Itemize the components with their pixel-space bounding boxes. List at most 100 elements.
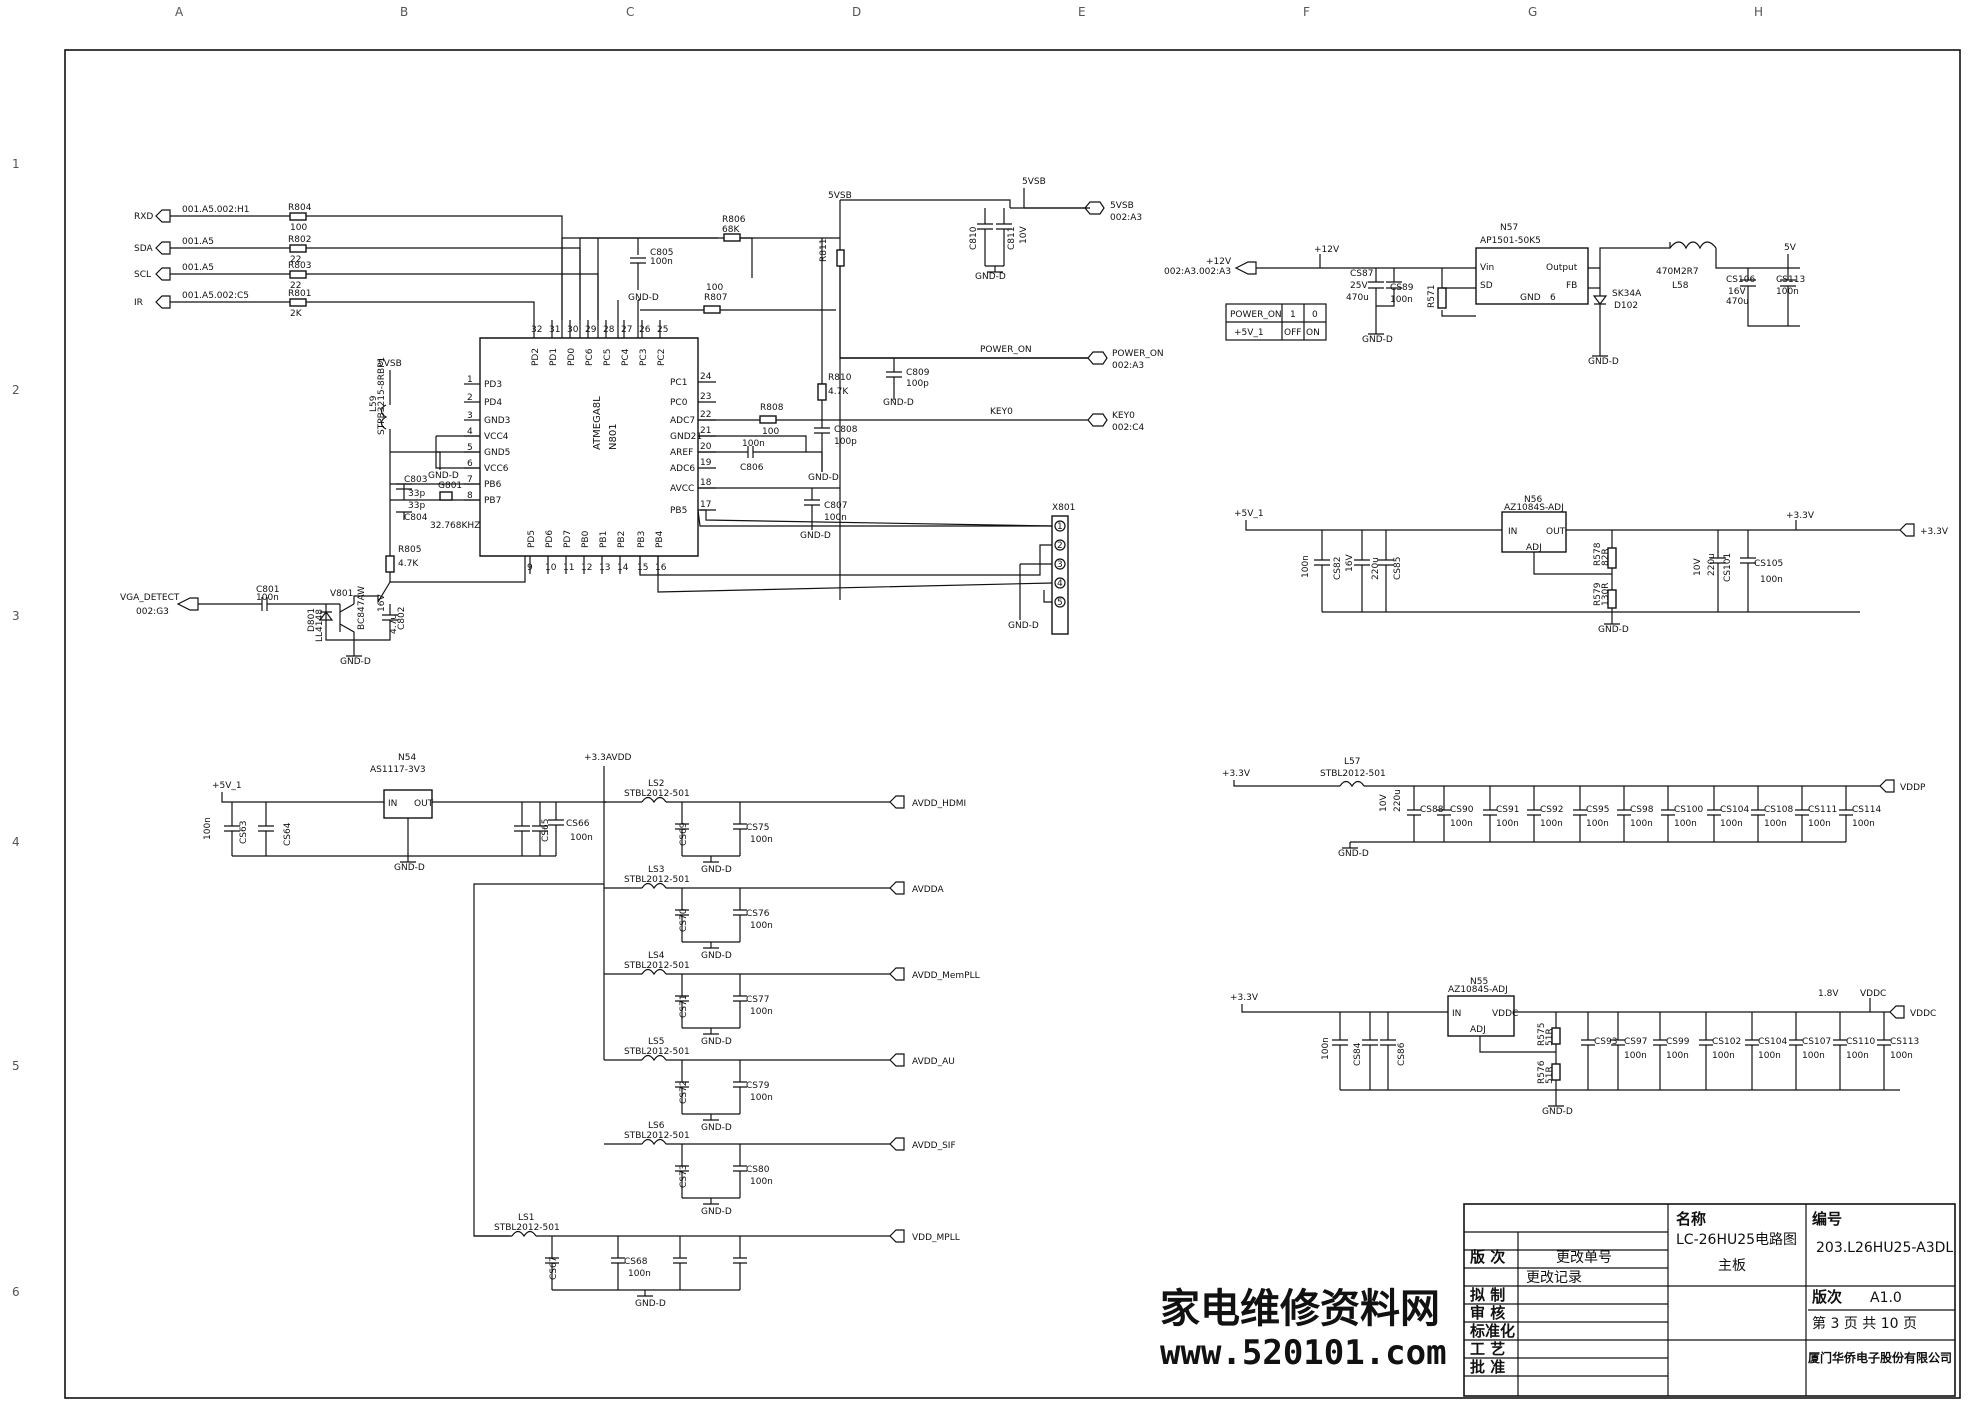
cap-val: 100n <box>750 1093 773 1103</box>
pin-name: PB4 <box>655 530 665 548</box>
gnd-label: GND-D <box>800 531 831 541</box>
input-name: IR <box>134 298 143 308</box>
pin-name: PC0 <box>670 398 688 408</box>
svg-text:5: 5 <box>1057 598 1063 608</box>
resistor <box>289 212 307 221</box>
cap-ref: CS113 <box>1890 1037 1919 1047</box>
capacitor <box>733 1060 747 1114</box>
zone-col: A <box>175 5 184 19</box>
capacitor <box>1751 786 1765 842</box>
pin-num: 28 <box>603 325 615 335</box>
capacitor <box>1437 786 1451 842</box>
ns5-vddc: VDDC <box>1860 989 1886 999</box>
port-key <box>1087 413 1108 427</box>
zone-col: B <box>400 5 408 19</box>
table-head: 1 <box>1290 310 1296 320</box>
ns5-part: AZ1084S-ADJ <box>1448 985 1508 995</box>
label-12v: +12V <box>1314 245 1340 255</box>
cap-val: 16V <box>1345 554 1355 572</box>
tb-row: 审 核 <box>1470 1304 1505 1322</box>
label-d801: D801 <box>307 608 317 632</box>
resistor <box>723 233 741 242</box>
ns6-body <box>1501 511 1567 553</box>
zone-col: G <box>1528 5 1537 19</box>
output-name: AVDD_MemPLL <box>912 971 980 981</box>
cap-ref: CS111 <box>1808 805 1837 815</box>
capacitor <box>733 1144 747 1198</box>
cap-val: 100n <box>1450 819 1473 829</box>
ns7-output: Output <box>1546 263 1578 273</box>
pin-num: 19 <box>700 458 712 468</box>
gnd-label: GND-D <box>394 863 425 873</box>
pin-num: 20 <box>700 442 712 452</box>
gnd-label: GND-D <box>1542 1107 1573 1117</box>
label-cs105: CS105 <box>1754 559 1783 569</box>
label-r578: R578 <box>1593 542 1603 566</box>
resistor-r575 <box>1551 1027 1561 1045</box>
resistor-r578 <box>1607 547 1617 569</box>
pin-name: ADC7 <box>670 416 695 426</box>
label-cs105v: 100n <box>1760 575 1783 585</box>
gnd-label: GND-D <box>883 398 914 408</box>
label-d102: D102 <box>1614 301 1638 311</box>
label-c809v: 100p <box>906 379 929 389</box>
label-c811v: 10V <box>1019 226 1029 244</box>
cap-ref: CS93 <box>1594 1037 1617 1047</box>
output-name: VDD_MPLL <box>912 1233 960 1243</box>
label-r579: R579 <box>1593 582 1603 606</box>
label-l58: L58 <box>1672 281 1689 291</box>
label-c806v: 100n <box>742 439 765 449</box>
pin-num: 23 <box>700 392 711 402</box>
title-block: 名称 LC-26HU25电路图 主板 编号 203.L26HU25-A3DL 版… <box>1463 1203 1956 1397</box>
pin-num: 18 <box>700 478 712 488</box>
label-first-v: 220u <box>1393 789 1403 812</box>
label-cs64: CS64 <box>283 822 293 846</box>
pin-name: PD3 <box>484 380 502 390</box>
capacitor <box>545 1236 559 1290</box>
gnd-label: GND-D <box>428 471 459 481</box>
capacitor <box>733 802 747 856</box>
label-c809: C809 <box>906 368 930 378</box>
ns7-body <box>1475 247 1589 305</box>
pin-name: PC2 <box>657 349 667 366</box>
pin-num: 13 <box>599 563 610 573</box>
label-r808v: 100 <box>762 427 779 437</box>
cap-val: 100n <box>1720 819 1743 829</box>
label-c805v: 100n <box>650 257 673 267</box>
cap-val: 100n <box>1586 819 1609 829</box>
tb-page: 第 3 页 共 10 页 <box>1812 1315 1917 1332</box>
gnd-label: GND-D <box>1338 849 1369 859</box>
label-c801: C801 <box>256 585 279 595</box>
inductor-part: STBL2012-501 <box>624 1047 690 1057</box>
label-r805: R805 <box>398 545 421 555</box>
label-c810: C810 <box>969 226 979 250</box>
gnd-label: GND-D <box>1598 625 1629 635</box>
pin-name: PC5 <box>603 349 613 366</box>
pin-num: 7 <box>467 475 473 485</box>
tb-row: 拟 制 <box>1470 1286 1505 1304</box>
cap-ref: CS75 <box>746 823 769 833</box>
label-r805v: 4.7K <box>398 559 419 569</box>
pin-name: PB6 <box>484 480 502 490</box>
pin-num: 9 <box>527 563 533 573</box>
ns4-in: +5V_1 <box>212 781 242 791</box>
zone-col: D <box>852 5 861 19</box>
cap-val: 220u <box>1371 557 1381 580</box>
capacitor <box>1617 786 1631 842</box>
cap-val: 100n <box>1674 819 1697 829</box>
mcu-ref: N801 <box>608 423 619 450</box>
table-cell: +5V_1 <box>1234 328 1264 338</box>
pin-name: PD1 <box>549 348 559 366</box>
regulator-ns7: +12V 002:A3.002:A3 +12V N57 AP1501-50K5 … <box>1164 223 1805 367</box>
label-first-v2: 10V <box>1379 794 1389 812</box>
ns7-gnd: GND <box>1520 293 1541 303</box>
avdd-label: +3.3AVDD <box>584 753 632 763</box>
port-key-ref: 002:C4 <box>1112 423 1144 433</box>
cap-ref: CS70 <box>679 908 689 932</box>
ns7-vin: Vin <box>1480 263 1494 273</box>
table-cell: ON <box>1306 328 1320 338</box>
label-r807v: 100 <box>706 283 723 293</box>
inductor <box>641 1138 667 1146</box>
